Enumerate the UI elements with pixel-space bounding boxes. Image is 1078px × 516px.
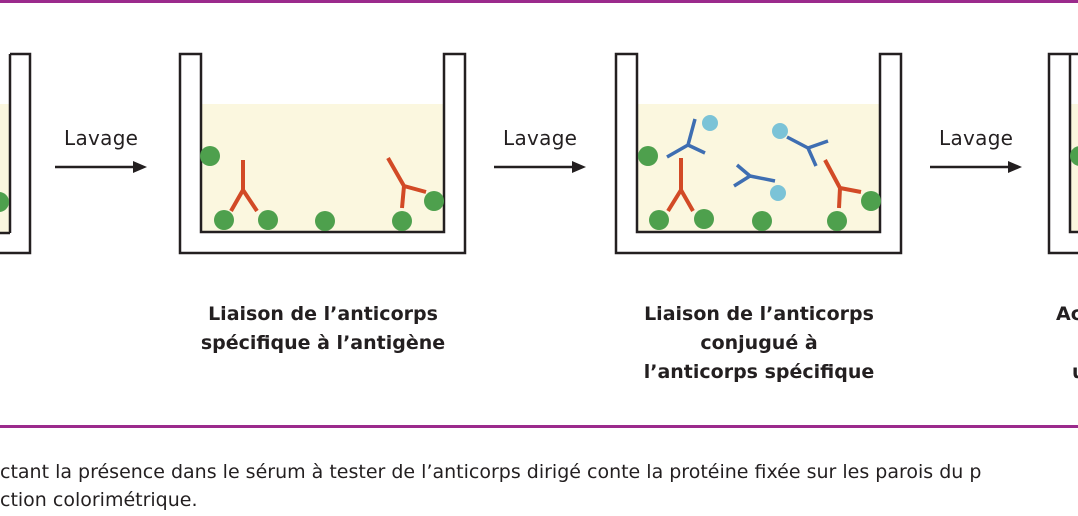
antigen-dot — [694, 209, 714, 229]
well-1-wall — [0, 52, 32, 255]
well-2-wall — [178, 52, 467, 255]
antigen-dot — [638, 146, 658, 166]
caption-step-2: Liaison de l’anticorps spécifique à l’an… — [200, 300, 446, 358]
antigen-dot — [214, 210, 234, 230]
arrow-1 — [55, 161, 147, 173]
caption-line: u — [1056, 358, 1078, 387]
well-3-wall — [614, 52, 903, 255]
well-1 — [0, 52, 32, 255]
antigen-dot — [649, 210, 669, 230]
bottom-divider — [0, 425, 1078, 428]
antigen-dot — [827, 211, 847, 231]
y-antibody — [229, 160, 259, 213]
antigen-dot — [424, 191, 444, 211]
antigen-dot — [392, 211, 412, 231]
antigen-dot — [1070, 146, 1078, 166]
caption-line: spécifique à l’antigène — [200, 332, 446, 354]
enzyme-dot — [702, 115, 718, 131]
conjugate-antibody — [666, 118, 706, 159]
y-antibody — [666, 158, 695, 213]
well-4-liquid — [1070, 104, 1078, 232]
y-antibody — [386, 157, 427, 209]
y-antibody — [823, 159, 862, 209]
well-4 — [1047, 52, 1078, 255]
wash-label-2: Lavage — [503, 126, 578, 150]
caption-line: l’anticorps spécifique — [643, 361, 875, 383]
enzyme-dot — [770, 185, 786, 201]
well-2 — [178, 52, 467, 255]
caption-line: Liaison de l’anticorps — [644, 303, 874, 325]
well-4-wall — [1047, 52, 1078, 255]
antigen-dot — [258, 210, 278, 230]
antigen-dot — [0, 192, 9, 212]
caption-step-4: Ac u — [1056, 300, 1078, 387]
caption-line: Liaison de l’anticorps — [208, 303, 438, 325]
footnote-line-1: ctant la présence dans le sérum à tester… — [0, 461, 982, 483]
enzyme-dot — [772, 123, 788, 139]
antigen-dot — [752, 211, 772, 231]
conjugate-antibody — [786, 135, 829, 167]
elisa-diagram — [0, 52, 1078, 255]
top-divider — [0, 0, 1078, 3]
well-3 — [614, 52, 903, 255]
antigen-dot — [861, 191, 881, 211]
well-1-liquid — [0, 104, 9, 232]
caption-line: Ac — [1056, 303, 1078, 325]
wash-label-1: Lavage — [64, 126, 139, 150]
caption-line: conjugué à — [700, 332, 818, 354]
antigen-dot — [315, 211, 335, 231]
footnote-line-2: ction colorimétrique. — [0, 489, 198, 511]
conjugate-antibody — [733, 163, 776, 188]
wash-label-3: Lavage — [939, 126, 1014, 150]
caption-step-3: Liaison de l’anticorps conjugué à l’anti… — [636, 300, 882, 387]
caption-line — [1056, 329, 1078, 358]
arrow-2 — [494, 161, 586, 173]
well-3-liquid — [637, 104, 880, 232]
arrow-3 — [930, 161, 1022, 173]
antigen-dot — [200, 146, 220, 166]
